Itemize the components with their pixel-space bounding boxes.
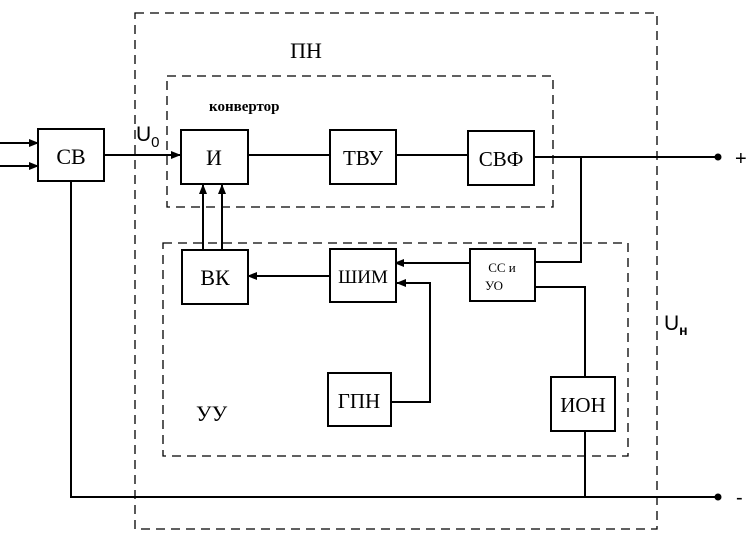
block-vk: ВК — [181, 249, 249, 305]
block-svf-label: СВФ — [479, 147, 524, 171]
block-ion-label: ИОН — [560, 393, 606, 417]
output-minus-terminal — [714, 493, 722, 501]
block-svf: СВФ — [467, 130, 535, 186]
block-ss-uo: СС и УО — [469, 248, 536, 302]
u0-main: U — [136, 123, 151, 146]
block-gpn: ГПН — [327, 372, 392, 427]
un-sub: н — [679, 322, 687, 338]
block-ss-uo-label-line1: СС и — [488, 260, 516, 275]
u0-label: U0 — [136, 123, 160, 151]
block-vk-label: ВК — [200, 265, 230, 290]
uu-boundary — [162, 242, 629, 457]
block-sv: СВ — [37, 128, 105, 182]
block-tvu-label: ТВУ — [343, 146, 383, 170]
pn-label: ПН — [290, 38, 322, 63]
block-gpn-label: ГПН — [338, 389, 380, 413]
block-shim: ШИМ — [329, 248, 397, 303]
block-i-label: И — [206, 145, 222, 170]
block-ss-uo-label-line2: УО — [485, 278, 503, 293]
un-main: U — [664, 312, 679, 335]
block-sv-label: СВ — [56, 144, 85, 169]
block-ion: ИОН — [550, 376, 616, 432]
block-tvu: ТВУ — [329, 129, 397, 185]
output-plus-terminal — [714, 153, 722, 161]
uu-label: УУ — [196, 401, 228, 426]
konvertor-label: конвертор — [209, 99, 280, 115]
minus-label: - — [736, 487, 743, 509]
plus-label: + — [735, 148, 747, 170]
connection-wires — [0, 139, 717, 498]
block-i: И — [180, 129, 249, 185]
konvertor-boundary — [166, 75, 554, 208]
pn-boundary — [134, 12, 658, 530]
u0-sub: 0 — [151, 134, 159, 151]
un-label: Uн — [664, 312, 688, 338]
block-shim-label: ШИМ — [338, 267, 388, 288]
